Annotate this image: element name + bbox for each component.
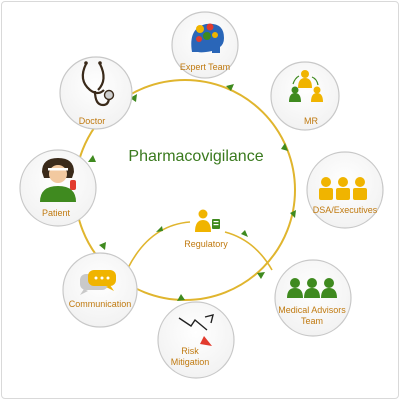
- node-patient: Patient: [19, 149, 97, 227]
- node-label: MR: [304, 116, 318, 126]
- medical-advisors-group-icon: [287, 278, 337, 298]
- node-circle: [157, 301, 235, 379]
- expert-team-gears-head-icon: [191, 23, 224, 53]
- arrow-icon: [99, 242, 106, 250]
- node-mr: MR: [270, 61, 340, 131]
- regulatory-label: Regulatory: [184, 239, 228, 249]
- node-label-line-1: Medical Advisors: [278, 305, 346, 315]
- node-label: DSA/Executives: [313, 205, 378, 215]
- mr-people-cycle-icon: [289, 70, 323, 102]
- node-expert-team: Expert Team: [171, 11, 239, 79]
- regulatory-arc-right: [224, 231, 273, 271]
- node-label: Patient: [42, 208, 71, 218]
- node-label-line-1: Risk: [181, 346, 199, 356]
- node-dsa-executives: DSA/Executives: [306, 151, 384, 229]
- node-label: Expert Team: [180, 62, 230, 72]
- arrow-icon: [257, 272, 265, 279]
- node-label: Doctor: [79, 116, 106, 126]
- node-label: Communication: [69, 299, 132, 309]
- node-doctor: Doctor: [59, 56, 133, 130]
- arrow-icon: [88, 155, 96, 162]
- diagram-title: Pharmacovigilance: [128, 148, 263, 165]
- regulatory-person-icon: [195, 209, 220, 232]
- executives-group-icon: [319, 177, 367, 200]
- ring-arrows: [88, 84, 296, 301]
- speech-bubbles-icon: [80, 270, 116, 295]
- node-label-line-2: Mitigation: [171, 357, 210, 367]
- node-communication: Communication: [62, 252, 138, 328]
- arrow-icon: [130, 94, 137, 102]
- arrow-icon: [156, 226, 163, 232]
- arrow-icon: [177, 294, 185, 301]
- stethoscope-icon: [81, 61, 115, 107]
- arrow-icon: [290, 210, 296, 218]
- node-risk-mitigation: Risk Mitigation: [157, 301, 235, 379]
- regulatory-arc-left: [127, 221, 191, 269]
- patient-icon: [40, 158, 76, 202]
- arrow-icon: [226, 84, 234, 91]
- regulatory-center: Regulatory: [184, 209, 228, 249]
- arrow-icon: [281, 143, 288, 151]
- node-medical-advisors-team: Medical Advisors Team: [274, 259, 352, 337]
- node-circle: [270, 61, 340, 131]
- node-label-line-2: Team: [301, 316, 323, 326]
- risk-mitigation-arrow-icon: [178, 314, 214, 346]
- arrow-icon: [241, 230, 248, 237]
